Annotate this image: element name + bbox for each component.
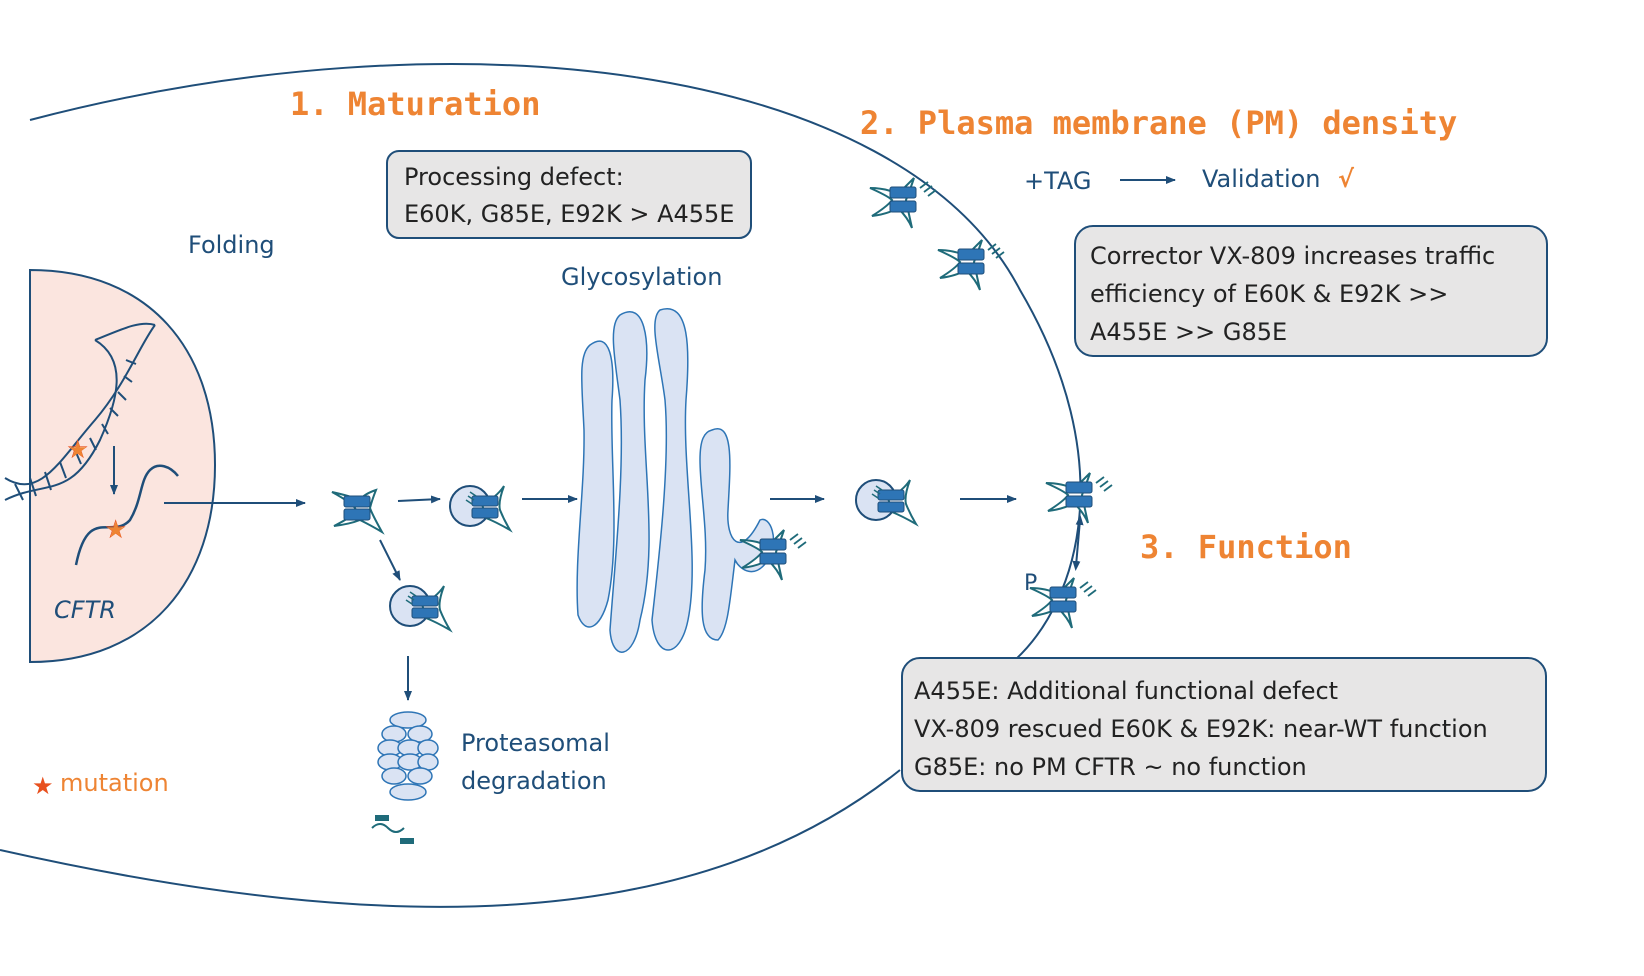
legend-mutation-label: mutation [60,769,169,797]
golgi-apparatus [576,307,775,653]
validation-check-icon: √ [1338,165,1355,193]
cftr-vesicle-1 [449,485,511,531]
cftr-protein-er [331,489,383,533]
svg-text:A455E: Additional functional d: A455E: Additional functional defect [914,677,1338,705]
svg-text:A455E >> G85E: A455E >> G85E [1090,318,1287,346]
mrna-strand [74,464,179,566]
heading-maturation: 1. Maturation [290,85,540,123]
label-validation: Validation [1202,165,1321,193]
svg-text:Processing defect:: Processing defect: [404,163,624,191]
corrector-box: Corrector VX-809 increases traffic effic… [1074,225,1548,357]
svg-text:efficiency of E60K & E92K >>: efficiency of E60K & E92K >> [1090,280,1448,308]
svg-text:E60K, G85E, E92K > A455E: E60K, G85E, E92K > A455E [404,200,734,228]
svg-text:★: ★ [106,518,126,543]
svg-text:★: ★ [68,438,88,463]
svg-text:Corrector VX-809 increases tra: Corrector VX-809 increases traffic [1090,242,1495,270]
peptide-fragments-icon [371,815,414,844]
svg-text:VX-809 rescued E60K & E92K: ne: VX-809 rescued E60K & E92K: near-WT func… [914,715,1488,743]
cftr-vesicle-degradation [389,585,451,631]
processing-defect-box: Processing defect: E60K, G85E, E92K > A4… [386,150,752,239]
heading-pm-density: 2. Plasma membrane (PM) density [860,104,1457,142]
label-proteasomal: Proteasomal [461,729,610,757]
mrna-mutation-star-icon: ☆ [104,515,127,545]
function-box: A455E: Additional functional defect VX-8… [901,657,1547,792]
svg-text:G85E: no PM CFTR ~ no function: G85E: no PM CFTR ~ no function [914,753,1307,781]
label-degradation: degradation [461,767,607,795]
label-folding: Folding [188,231,275,259]
label-glycosylation: Glycosylation [561,263,722,291]
cell-membrane-lower [0,769,901,908]
cftr-membrane-protein-1 [869,177,937,229]
dna-helix-icon [4,322,156,501]
proteasome-icon [377,711,439,801]
label-cftr: CFTR [54,596,116,624]
cftr-membrane-protein-2 [937,239,1005,291]
label-phosphorylation: P [1024,571,1037,596]
heading-function: 3. Function [1140,528,1352,566]
dna-mutation-star-icon: ☆ [66,435,89,465]
cftr-vesicle-2 [855,479,917,525]
legend-star-icon: ★ [32,772,54,800]
label-tag: +TAG [1024,167,1092,195]
